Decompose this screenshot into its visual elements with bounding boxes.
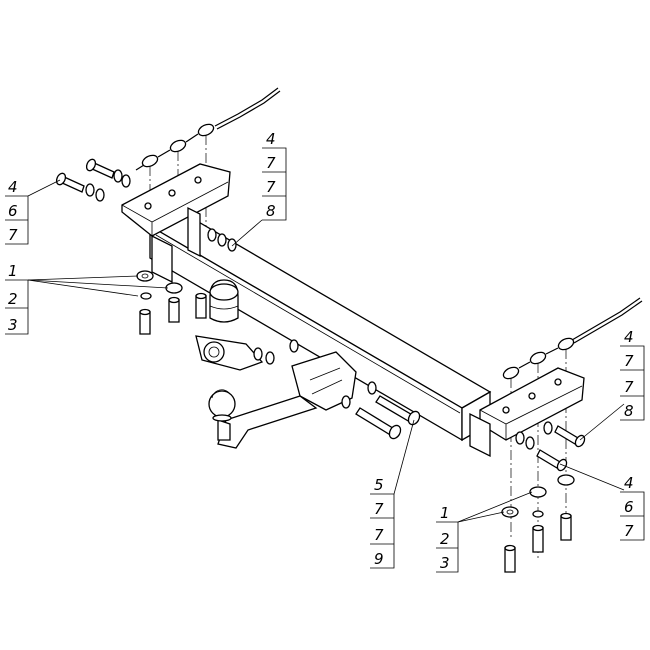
callout-top-left-3: 7 xyxy=(8,226,18,244)
callout-top-right-1: 4 xyxy=(266,130,276,148)
callout-right-lower: 4 6 7 xyxy=(620,474,645,541)
right-mounting-bracket xyxy=(469,367,585,458)
callout-center-bolt-1: 5 xyxy=(374,476,384,494)
left-bolts-bottom xyxy=(136,270,207,335)
callout-top-right-2: 7 xyxy=(266,154,276,172)
callout-top-right-3: 7 xyxy=(266,178,276,196)
callout-top-left-2: 6 xyxy=(8,202,18,220)
callout-bottom-washers-2: 2 xyxy=(440,530,450,548)
right-bolts-bottom xyxy=(501,474,575,573)
callout-right-mid-3: 7 xyxy=(624,378,634,396)
callout-right-mid-2: 7 xyxy=(624,352,634,370)
right-bolts xyxy=(515,421,586,472)
callout-right-lower-3: 7 xyxy=(624,522,634,540)
callout-center-bolt-3: 7 xyxy=(374,526,384,544)
callout-left-washers: 1 2 3 xyxy=(5,262,29,335)
callout-top-left: 4 6 7 xyxy=(5,178,29,245)
callout-bottom-washers-3: 3 xyxy=(440,554,450,572)
callout-top-right-4: 8 xyxy=(266,202,276,220)
callout-right-lower-1: 4 xyxy=(624,474,634,492)
center-long-bolts xyxy=(289,339,421,440)
callout-center-bolt: 5 7 7 9 xyxy=(370,476,395,569)
callout-center-bolt-2: 7 xyxy=(374,500,384,518)
callout-right-lower-2: 6 xyxy=(624,498,634,516)
callout-right-mid-4: 8 xyxy=(624,402,634,420)
left-bolts-top xyxy=(55,158,237,252)
callout-bottom-washers-1: 1 xyxy=(440,504,450,522)
callout-top-left-1: 4 xyxy=(8,178,18,196)
callout-right-mid-1: 4 xyxy=(624,328,634,346)
socket-plate xyxy=(195,335,275,371)
callout-right-mid: 4 7 7 8 xyxy=(620,328,645,421)
callout-center-bolt-4: 9 xyxy=(374,550,384,568)
tow-ball-assembly xyxy=(208,351,357,449)
callout-left-washers-3: 3 xyxy=(8,316,18,334)
callout-left-washers-1: 1 xyxy=(8,262,18,280)
ball-cover xyxy=(209,279,239,323)
callout-bottom-washers: 1 2 3 xyxy=(436,504,459,573)
callout-left-washers-2: 2 xyxy=(8,290,18,308)
callout-top-right: 4 7 7 8 xyxy=(262,130,287,221)
leader-lines xyxy=(27,179,625,523)
left-mounting-bracket xyxy=(121,163,231,284)
